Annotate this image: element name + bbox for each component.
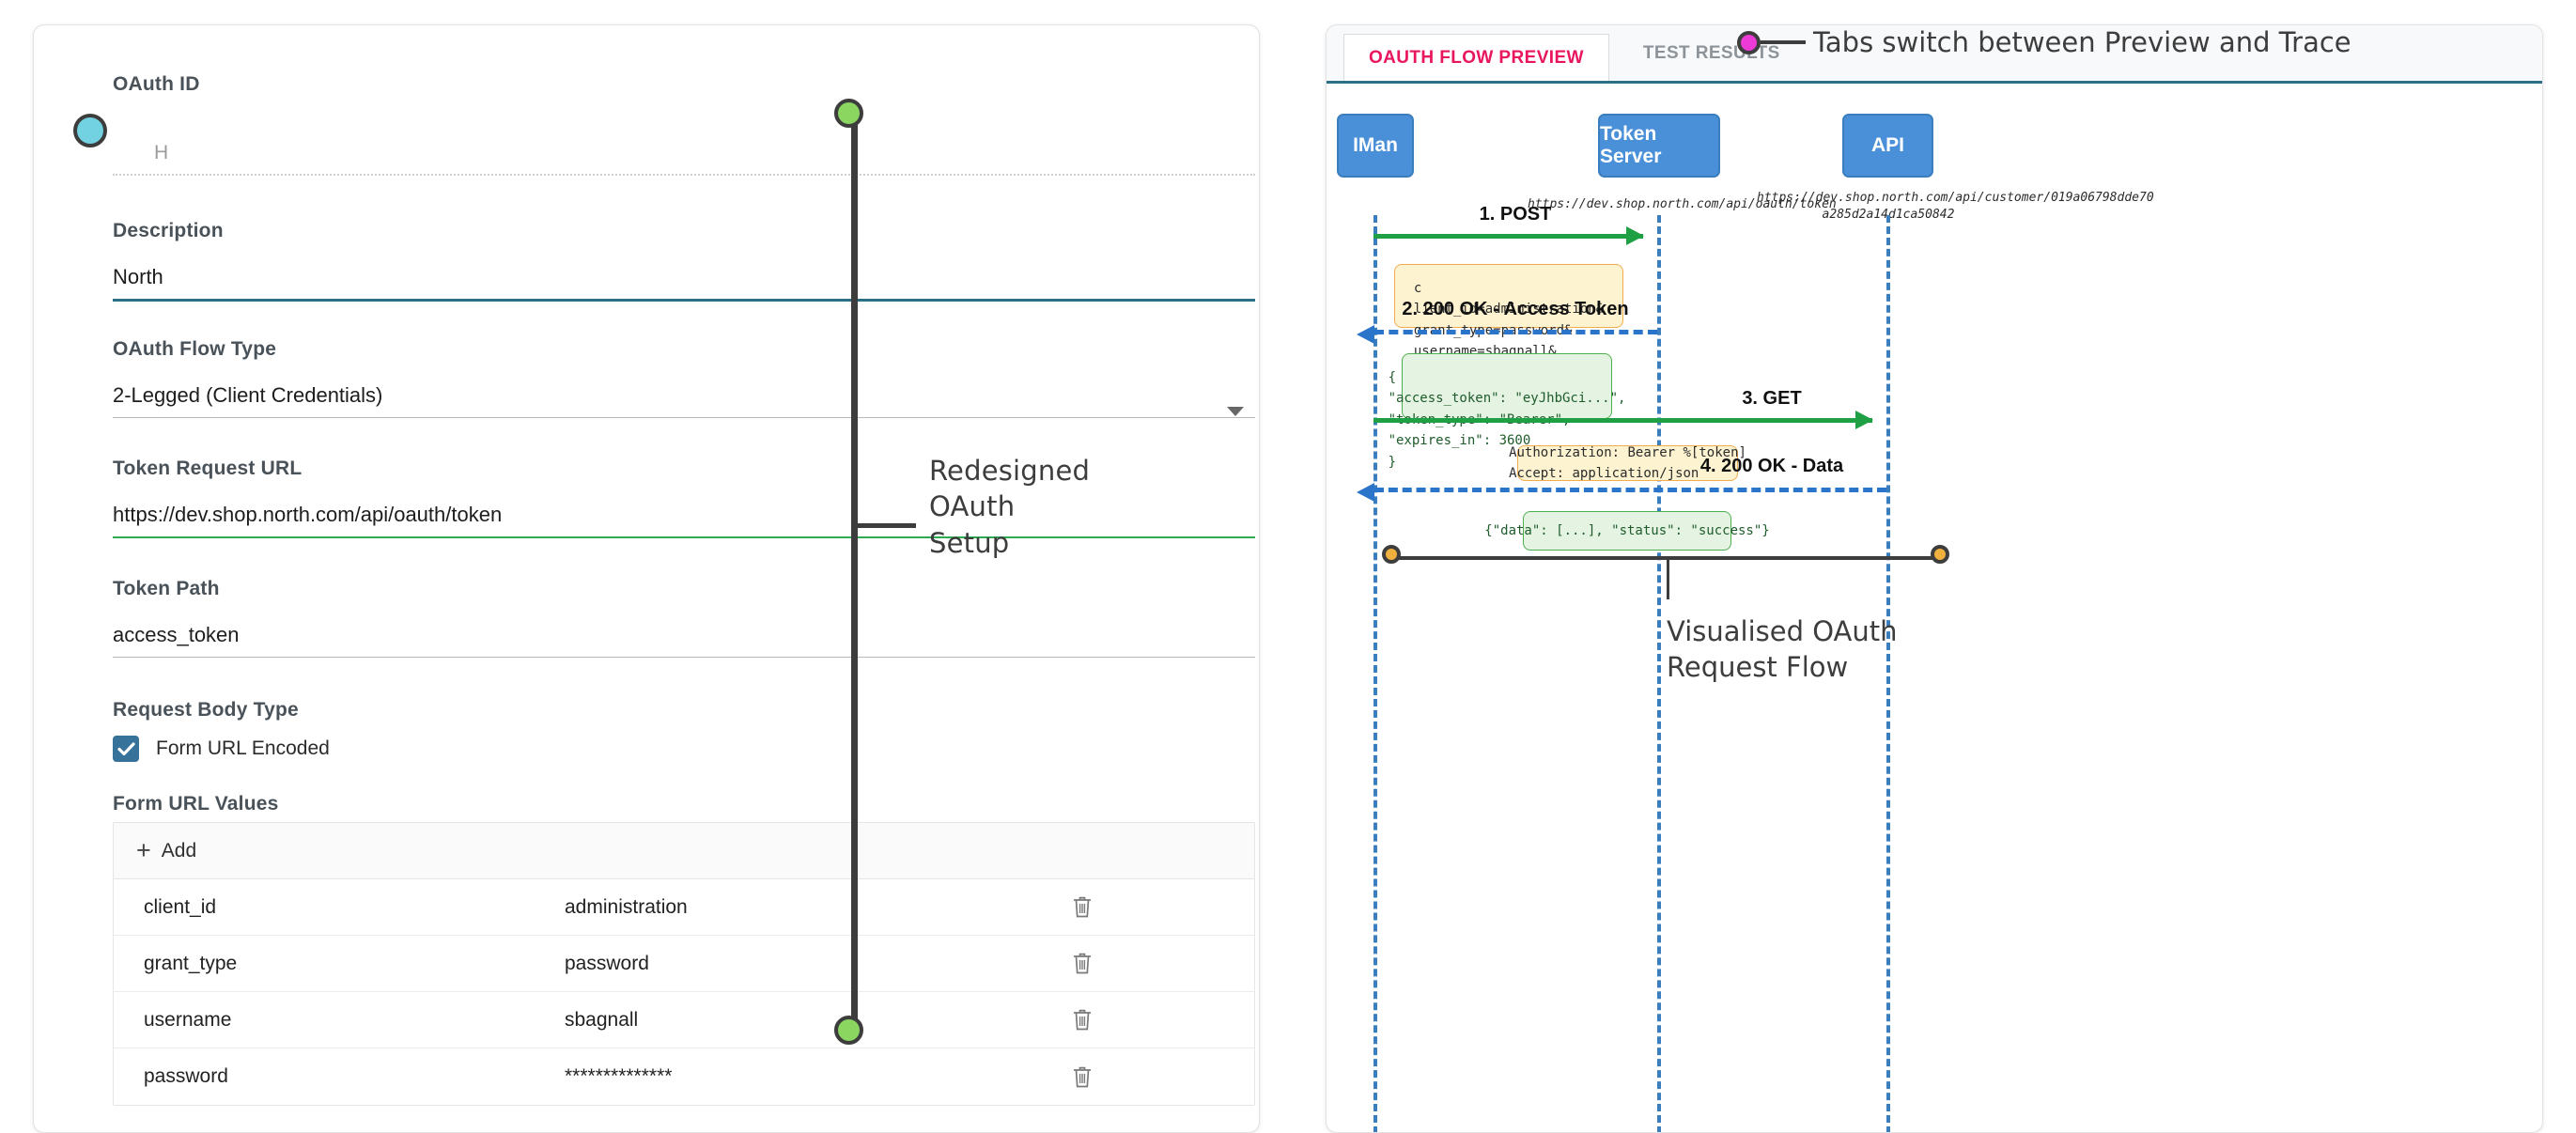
delete-icon[interactable]: [1072, 1065, 1093, 1089]
oauth-setup-card: OAuth ID H Description North OAuth Flow …: [33, 24, 1260, 1133]
message-arrow-1: [1373, 226, 1644, 245]
message-label-1: 1. POST: [1479, 204, 1552, 225]
underline: [113, 657, 1255, 658]
delete-icon[interactable]: [1072, 952, 1093, 975]
field-label: OAuth ID: [113, 73, 200, 95]
bottom-annotation-text: Visualised OAuth Request Flow: [1667, 615, 1898, 683]
add-row-button[interactable]: + Add: [136, 838, 196, 863]
actor-url-token-server: https://dev.shop.north.com/api/oauth/tok…: [1528, 197, 1837, 211]
field-oauth-flow-type: OAuth Flow Type 2-Legged (Client Credent…: [113, 339, 1255, 418]
annotation-dot-top: [834, 99, 863, 128]
message-arrow-3: [1373, 411, 1873, 429]
delete-icon[interactable]: [1072, 895, 1093, 919]
row-actions: [1016, 1065, 1254, 1089]
message-label-3: 3. GET: [1742, 388, 1802, 409]
row-value: **************: [565, 1065, 673, 1087]
oauth-id-value: H: [154, 142, 169, 163]
row-actions: [1016, 1008, 1254, 1032]
table-row[interactable]: password **************: [114, 1048, 1254, 1105]
actor-url-api: https://dev.shop.north.com/api/customer/…: [1757, 191, 2154, 222]
row-actions: [1016, 895, 1254, 919]
field-label: Token Path: [113, 578, 220, 599]
table-row[interactable]: grant_type password: [114, 936, 1254, 992]
tab-annotation-text: Tabs switch between Preview and Trace: [1813, 26, 2351, 58]
row-actions: [1016, 952, 1254, 975]
note-token-response: { "access_token": "eyJhbGci...", "token_…: [1389, 353, 1625, 470]
annotation-dot-bottom: [834, 1016, 863, 1045]
check-icon: [116, 741, 135, 755]
description-input[interactable]: North: [113, 265, 163, 288]
row-key: client_id: [144, 895, 217, 918]
annotation-vertical-line: [851, 121, 858, 1032]
row-key: password: [144, 1065, 228, 1087]
table-row[interactable]: username sbagnall: [114, 992, 1254, 1048]
lifeline-token-server: [1657, 215, 1661, 1132]
table-toolbar: + Add: [114, 823, 1254, 879]
form-url-values-label: Form URL Values: [113, 793, 279, 815]
field-oauth-id-underline: [113, 174, 1255, 176]
chevron-down-icon[interactable]: [1227, 407, 1244, 416]
tab-test-results[interactable]: TEST RESULTS: [1642, 42, 1780, 63]
field-token-path: Token Path access_token: [113, 579, 1255, 658]
plus-icon: +: [136, 836, 151, 864]
field-description: Description North: [113, 221, 1255, 302]
field-label: Description: [113, 220, 224, 241]
tab-annotation-dot: [1737, 31, 1761, 54]
field-label: Token Request URL: [113, 458, 303, 479]
bottom-annotation-dot-right: [1931, 545, 1949, 564]
add-row-label: Add: [161, 839, 197, 861]
oauth-flow-type-select[interactable]: 2-Legged (Client Credentials): [113, 383, 383, 407]
field-token-request-url: Token Request URL https://dev.shop.north…: [113, 458, 1255, 538]
tab-oauth-flow-preview[interactable]: OAUTH FLOW PREVIEW: [1343, 34, 1609, 81]
field-request-body-type: Request Body Type Form URL Encoded: [113, 700, 1255, 762]
form-url-encoded-checkbox-row[interactable]: Form URL Encoded: [113, 736, 1255, 762]
lifeline-api: [1886, 215, 1890, 1132]
note-data-response: {"data": [...], "status": "success"}: [1484, 511, 1770, 551]
row-key: username: [144, 1008, 232, 1031]
row-value: administration: [565, 895, 688, 918]
delete-icon[interactable]: [1072, 1008, 1093, 1032]
tab-annotation-line: [1761, 40, 1806, 44]
underline-valid: [113, 536, 1255, 538]
bottom-annotation-stem: [1667, 558, 1669, 599]
row-value: password: [565, 952, 649, 974]
bottom-annotation-dot-left: [1382, 545, 1401, 564]
form-url-values-label-wrap: Form URL Values: [113, 794, 1255, 814]
row-key: grant_type: [144, 952, 238, 974]
field-label: OAuth Flow Type: [113, 338, 277, 360]
form-url-values-table: + Add client_id administration grant_typ…: [113, 822, 1255, 1106]
field-label: Request Body Type: [113, 699, 299, 721]
annotation-dot-oauth-id: [73, 114, 107, 147]
actor-token-server: Token Server: [1598, 114, 1720, 178]
form-url-encoded-checkbox[interactable]: [113, 736, 139, 762]
oauth-flow-preview-card: OAUTH FLOW PREVIEW TEST RESULTS IMan Tok…: [1326, 24, 2543, 1133]
actor-api: API: [1842, 114, 1933, 178]
underline-dotted: [113, 174, 1255, 176]
underline-active: [113, 299, 1255, 302]
token-request-url-input[interactable]: https://dev.shop.north.com/api/oauth/tok…: [113, 503, 503, 526]
message-arrow-2: [1357, 325, 1657, 344]
table-row[interactable]: client_id administration: [114, 879, 1254, 936]
note-auth-headers: Authorization: Bearer %[token] Accept: a…: [1509, 444, 1746, 481]
actor-iman: IMan: [1337, 114, 1414, 178]
annotation-redesigned-oauth-setup: Redesigned OAuth Setup: [929, 455, 1091, 559]
annotation-tick-line: [858, 523, 916, 528]
lifeline-iman: [1373, 215, 1377, 1132]
sequence-diagram: IMan Token Server API https://dev.shop.n…: [1327, 84, 2542, 1132]
underline: [113, 417, 1255, 418]
checkbox-label: Form URL Encoded: [156, 737, 330, 759]
field-oauth-id: OAuth ID: [113, 74, 1255, 94]
message-label-2: 2. 200 OK - Access Token: [1402, 299, 1629, 319]
token-path-input[interactable]: access_token: [113, 623, 240, 646]
row-value: sbagnall: [565, 1008, 639, 1031]
message-label-4: 4. 200 OK - Data: [1699, 456, 1844, 476]
bottom-annotation-line: [1395, 556, 1948, 560]
message-arrow-4: [1357, 483, 1886, 502]
